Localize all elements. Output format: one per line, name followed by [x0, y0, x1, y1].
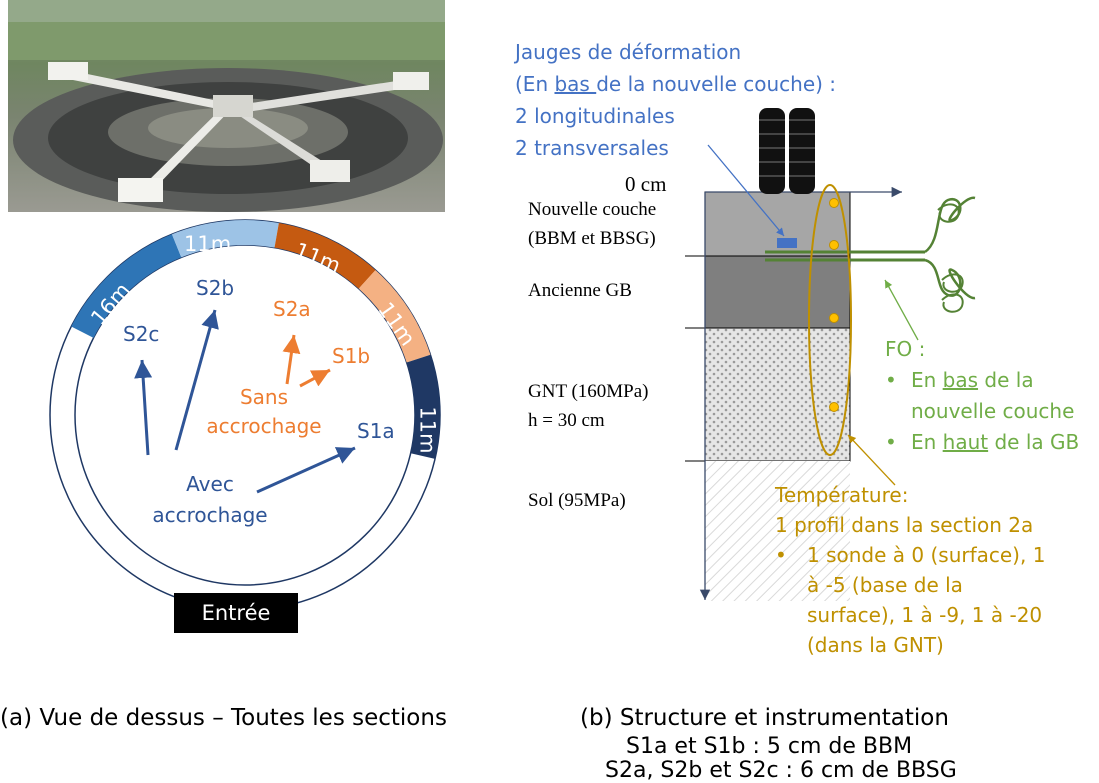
temp-bullet-line1: •1 sonde à 0 (surface), 1 [775, 543, 1046, 567]
nouvelle-couche-label: Nouvelle couche (BBM et BBSG) [528, 195, 656, 253]
jauges-line1: Jauges de déformation [515, 40, 742, 64]
caption-b-line3: S2a, S2b et S2c : 6 cm de BBSG [605, 758, 957, 783]
jauges-line2-pre: (En [515, 72, 555, 96]
temp-title: Température: [775, 483, 909, 507]
segment-16m [71, 234, 182, 338]
temp-b1: 1 sonde à 0 (surface), 1 [807, 543, 1046, 567]
fo-block: FO : •En bas de la nouvelle couche •En h… [885, 334, 1079, 458]
nouvelle-line2: (BBM et BBSG) [528, 228, 656, 249]
temperature-block: Température: 1 profil dans la section 2a… [775, 480, 1045, 660]
ancienne-gb-label: Ancienne GB [528, 280, 632, 301]
temp-bullet-line4: (dans la GNT) [807, 633, 944, 657]
zero-cm-label: 0 cm [625, 172, 667, 196]
fo-bullet2: •En haut de la GB [885, 430, 1080, 454]
gnt-line2: h = 30 cm [528, 410, 605, 431]
fo-b2-post: de la GB [988, 430, 1080, 454]
section-s1a: S1a [357, 419, 395, 443]
caption-b-line1: (b) Structure et instrumentation [580, 705, 949, 731]
section-s2a: S2a [273, 297, 311, 321]
gnt-line1: GNT (160MPa) [528, 381, 649, 402]
jauges-line2: (En bas de la nouvelle couche) : [515, 68, 836, 100]
fo-b1-pre: En [911, 368, 943, 392]
test-track-photo [8, 0, 445, 212]
jauges-line2-post: de la nouvelle couche) : [596, 72, 837, 96]
fo-b2-pre: En [911, 430, 943, 454]
entree-label: Entrée [174, 593, 298, 633]
gnt-label: GNT (160MPa) h = 30 cm [528, 377, 649, 435]
temp-bullet-line2: à -5 (base de la [807, 573, 963, 597]
segment-label-11m-navy: 11m [415, 406, 440, 454]
avec-line1: Avec [186, 472, 234, 496]
fo-title: FO : [885, 337, 926, 361]
jauges-block: Jauges de déformation (En bas de la nouv… [515, 36, 836, 164]
avec-accrochage-label: Avec accrochage [140, 469, 280, 531]
temp-bullet-line3: surface), 1 à -9, 1 à -20 [807, 603, 1043, 627]
sans-line1: Sans [239, 385, 289, 409]
avec-line2: accrochage [152, 503, 268, 527]
structure-diagram [685, 108, 976, 601]
sol-label: Sol (95MPa) [528, 490, 626, 511]
segment-11m-navy [406, 354, 440, 459]
fo-bullet1: •En bas de la [885, 368, 1034, 392]
section-s1b: S1b [332, 344, 371, 368]
fo-b1-post: de la [978, 368, 1034, 392]
segment-11m-light [171, 220, 279, 258]
segment-label-11m-light: 11m [184, 232, 232, 256]
segment-11m-peach [358, 270, 431, 363]
jauges-line3: 2 longitudinales [515, 104, 675, 128]
nouvelle-line1: Nouvelle couche [528, 199, 657, 220]
fo-bullet1-line2: nouvelle couche [911, 399, 1075, 423]
fo-b2-underline: haut [942, 430, 989, 454]
section-s2b: S2b [196, 276, 235, 300]
jauges-line4: 2 transversales [515, 136, 669, 160]
caption-a: (a) Vue de dessus – Toutes les sections [0, 705, 447, 731]
ring-diagram [49, 219, 441, 611]
sans-line2: accrochage [206, 414, 322, 438]
caption-b-line2: S1a et S1b : 5 cm de BBM [626, 734, 913, 759]
fo-b1-underline: bas [942, 368, 979, 392]
segment-11m-brown [274, 222, 376, 289]
jauges-line2-underline: bas [554, 72, 597, 96]
temp-line2: 1 profil dans la section 2a [775, 513, 1034, 537]
sans-accrochage-label: Sans accrochage [194, 383, 334, 441]
section-s2c: S2c [123, 322, 160, 346]
